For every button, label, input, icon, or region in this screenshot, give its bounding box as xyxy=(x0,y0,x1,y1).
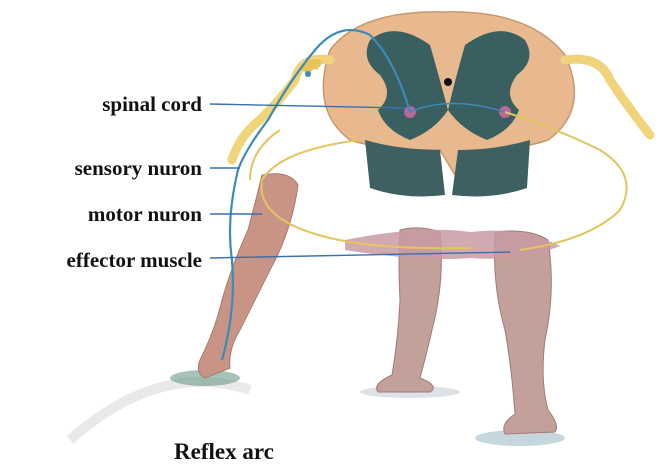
label-spinal-cord: spinal cord xyxy=(102,94,202,115)
sensory-cell-body xyxy=(305,71,311,77)
spinal-cord-white-matter xyxy=(323,12,574,175)
dorsal-root-ganglion xyxy=(305,64,320,72)
raised-leg xyxy=(198,174,298,378)
central-canal xyxy=(444,78,452,86)
label-sensory-neuron: sensory nuron xyxy=(75,158,202,179)
dorsal-root-left xyxy=(232,59,330,160)
label-motor-neuron: motor nuron xyxy=(88,204,202,225)
label-effector-muscle: effector muscle xyxy=(67,250,202,271)
right-standing-leg xyxy=(494,231,556,434)
nerve-root-right xyxy=(565,59,650,135)
diagram-caption: Reflex arc xyxy=(174,440,274,463)
watermark xyxy=(70,382,250,440)
